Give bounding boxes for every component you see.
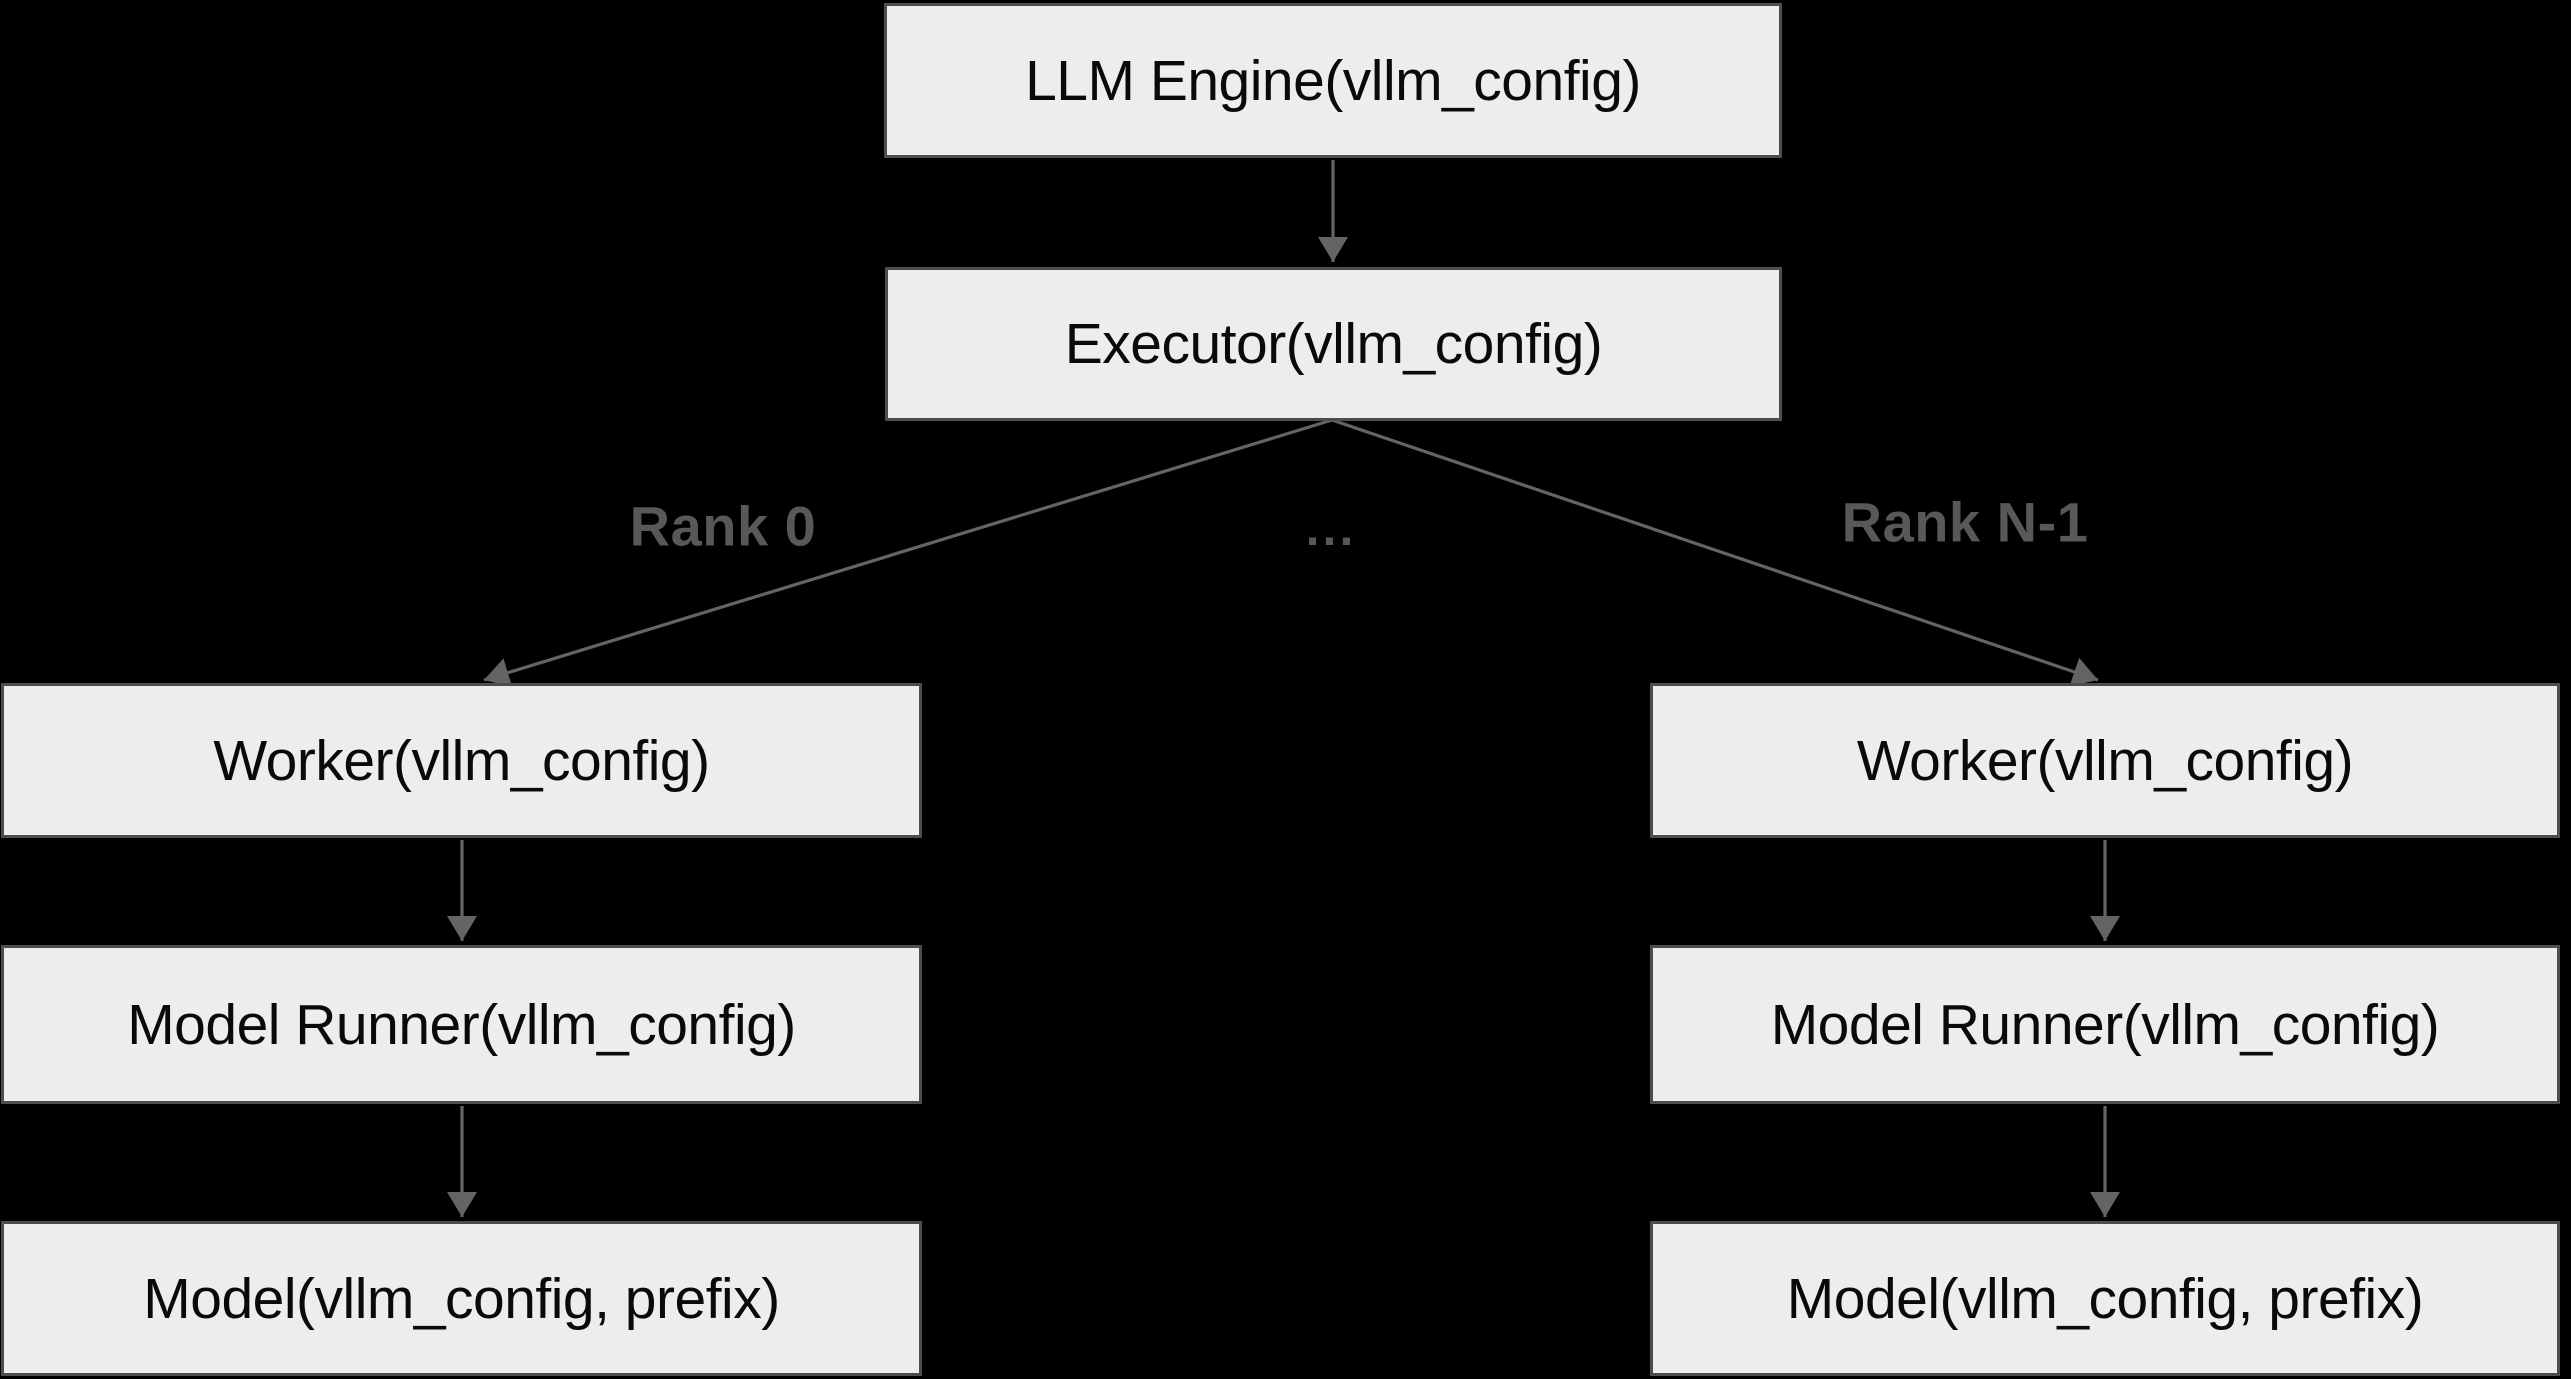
node-model-rank-0: Model(vllm_config, prefix) xyxy=(1,1221,922,1376)
node-worker-rank-0-label: Worker(vllm_config) xyxy=(213,728,710,793)
edge-label-rank-n-1: Rank N-1 xyxy=(1841,490,2089,554)
node-llm-engine-label: LLM Engine(vllm_config) xyxy=(1025,48,1641,113)
edge-label-rank-0: Rank 0 xyxy=(629,494,817,558)
node-model-runner-rank-n-label: Model Runner(vllm_config) xyxy=(1770,992,2440,1057)
edge-label-ellipsis: ... xyxy=(1305,500,1357,556)
node-executor: Executor(vllm_config) xyxy=(885,267,1782,421)
node-executor-label: Executor(vllm_config) xyxy=(1064,312,1603,376)
edge-executor-to-worker-0 xyxy=(483,418,1333,688)
edge-executor-to-worker-n xyxy=(1331,418,2099,687)
node-worker-rank-0: Worker(vllm_config) xyxy=(1,683,922,838)
node-model-rank-n: Model(vllm_config, prefix) xyxy=(1650,1221,2560,1376)
node-model-runner-rank-0: Model Runner(vllm_config) xyxy=(1,945,922,1104)
node-model-runner-rank-n: Model Runner(vllm_config) xyxy=(1650,945,2560,1104)
node-worker-rank-n: Worker(vllm_config) xyxy=(1650,683,2560,838)
node-model-runner-rank-0-label: Model Runner(vllm_config) xyxy=(127,992,796,1057)
node-model-rank-n-label: Model(vllm_config, prefix) xyxy=(1786,1266,2424,1331)
node-model-rank-0-label: Model(vllm_config, prefix) xyxy=(143,1266,780,1331)
node-llm-engine: LLM Engine(vllm_config) xyxy=(884,3,1782,158)
node-worker-rank-n-label: Worker(vllm_config) xyxy=(1856,728,2354,793)
